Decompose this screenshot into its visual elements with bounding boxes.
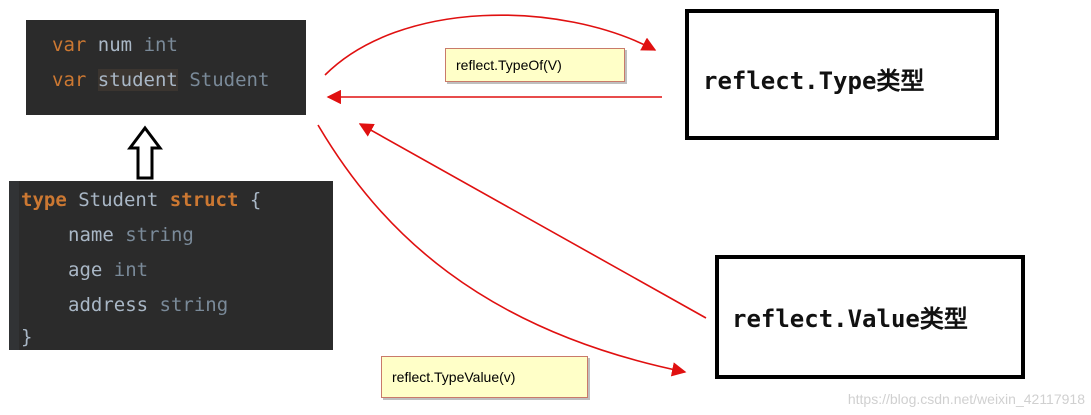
field-name: age (68, 259, 103, 281)
watermark: https://blog.csdn.net/weixin_42117918 (847, 391, 1085, 407)
box-label: reflect.Type类型 (703, 67, 925, 95)
code-line-student: var student Student (52, 69, 269, 91)
code-line-struct-header: type Student struct { (21, 189, 261, 211)
box-reflect-type: reflect.Type类型 (685, 9, 999, 140)
code-block-struct: type Student struct { name string age in… (9, 181, 333, 350)
code-line-field: name string (68, 224, 194, 246)
brace: } (21, 326, 33, 348)
field-name: address (68, 294, 149, 316)
code-line-close: } (21, 326, 32, 348)
note-typeof: reflect.TypeOf(V) (445, 48, 625, 82)
code-block-vars: var num int var student Student (26, 20, 306, 115)
brace: { (249, 189, 262, 211)
code-line-field: address string (68, 294, 228, 316)
keyword: var (52, 34, 87, 56)
code-line-field: age int (68, 259, 148, 281)
box-reflect-value: reflect.Value类型 (715, 255, 1025, 379)
identifier: Student (78, 189, 159, 211)
arrow-to-value-box (317, 124, 687, 377)
hollow-up-arrow (127, 125, 163, 180)
type-name: int (113, 259, 149, 281)
keyword: struct (169, 189, 239, 211)
field-name: name (68, 224, 114, 246)
code-gutter (9, 181, 19, 350)
box-label: reflect.Value类型 (732, 305, 968, 333)
note-typevalue: reflect.TypeValue(v) (381, 356, 588, 398)
arrow-from-value-box (358, 123, 707, 319)
code-line-num: var num int (52, 34, 178, 56)
arrow-to-type-box (324, 14, 657, 76)
type-name: string (159, 294, 229, 316)
identifier: num (97, 34, 133, 56)
type-name: string (125, 224, 194, 246)
type-name: int (143, 34, 178, 56)
keyword: var (52, 69, 87, 91)
keyword: type (21, 189, 67, 211)
type-name: Student (189, 69, 270, 91)
identifier: student (97, 69, 178, 91)
